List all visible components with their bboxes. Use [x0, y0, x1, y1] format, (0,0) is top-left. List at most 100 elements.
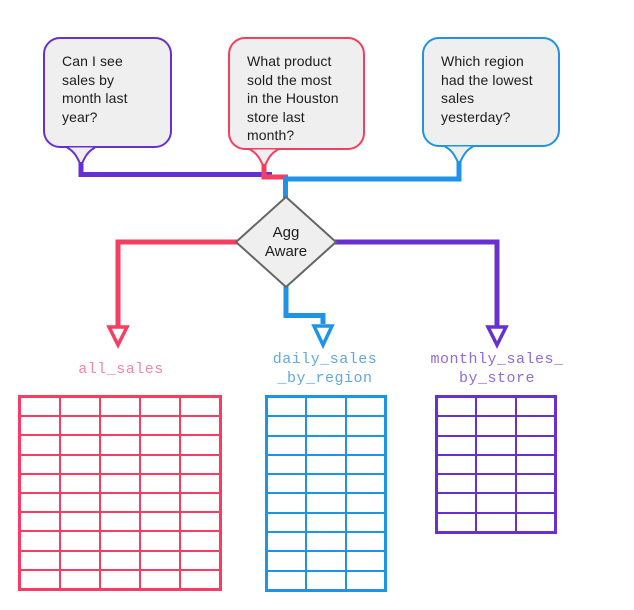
table-cell [141, 455, 179, 473]
wire-bubble3-to-decision [283, 161, 462, 199]
table-cell [477, 436, 515, 454]
table-cell [346, 398, 384, 416]
table-all-sales [18, 395, 222, 591]
speech-bubble-lowest-region: Which region had the lowest sales yester… [422, 37, 560, 147]
table-cell [516, 494, 554, 512]
table-cell [438, 513, 476, 531]
table-cell [141, 398, 179, 416]
decision-label: Agg Aware [264, 224, 308, 260]
table-cell [268, 436, 306, 454]
table-cell [101, 436, 139, 454]
arrowhead-all-sales [106, 325, 130, 349]
speech-bubble-houston-product: What product sold the most in the Housto… [228, 37, 365, 150]
table-cell [141, 513, 179, 531]
table-cell [101, 532, 139, 550]
table-cell [21, 494, 59, 512]
table-cell [21, 570, 59, 588]
arrowhead-monthly-sales [485, 325, 509, 349]
question-text-3: Which region had the lowest sales yester… [441, 53, 533, 125]
table-cell [141, 474, 179, 492]
table-cell [307, 436, 345, 454]
bubble-tail-3 [444, 145, 474, 167]
table-cell [307, 417, 345, 435]
table-cell [307, 455, 345, 474]
table-cell [141, 551, 179, 569]
table-cell [307, 513, 345, 532]
table-cell [516, 475, 554, 493]
table-cell [141, 417, 179, 435]
table-cell [268, 475, 306, 493]
table-cell [438, 455, 476, 474]
question-text-2: What product sold the most in the Housto… [247, 53, 339, 143]
table-cell [21, 474, 59, 492]
table-cell [438, 494, 476, 512]
table-cell [181, 551, 219, 569]
table-cell [21, 513, 59, 531]
table-cell [268, 455, 306, 474]
table-daily-sales-by-region [265, 395, 387, 592]
wire-decision-to-monthly-sales [332, 239, 500, 328]
table-cell [516, 513, 554, 531]
table-cell [181, 455, 219, 473]
table-cell [307, 552, 345, 570]
table-cell [101, 417, 139, 435]
table-cell [268, 494, 306, 512]
table-cell [307, 533, 345, 551]
table-cell [346, 417, 384, 435]
table-cell [307, 475, 345, 493]
table-cell [346, 494, 384, 512]
wire-decision-to-all-sales [115, 239, 240, 328]
table-cell [101, 398, 139, 416]
wire-bubble1-to-decision [78, 162, 272, 177]
table-cell [61, 513, 99, 531]
table-cell [268, 398, 306, 416]
table-cell [268, 571, 306, 589]
table-cell [346, 571, 384, 589]
table-cell [21, 551, 59, 569]
table-cell [477, 398, 515, 416]
question-text-1: Can I see sales by month last year? [62, 53, 128, 125]
table-cell [61, 532, 99, 550]
table-cell [141, 532, 179, 550]
table-cell [21, 417, 59, 435]
table-cell [268, 533, 306, 551]
table-cell [61, 494, 99, 512]
table-cell [101, 455, 139, 473]
table-cell [101, 513, 139, 531]
table-cell [61, 474, 99, 492]
table-cell [61, 417, 99, 435]
table-cell [346, 436, 384, 454]
table-cell [61, 436, 99, 454]
table-cell [141, 494, 179, 512]
table-cell [101, 494, 139, 512]
table-cell [477, 475, 515, 493]
table-cell [346, 552, 384, 570]
table-cell [61, 455, 99, 473]
table-cell [21, 398, 59, 416]
table-cell [516, 436, 554, 454]
table-cell [181, 436, 219, 454]
table-cell [268, 513, 306, 532]
table-cell [438, 417, 476, 435]
table-cell [438, 398, 476, 416]
table-cell [141, 436, 179, 454]
table-cell [61, 570, 99, 588]
table-cell [181, 570, 219, 588]
table-cell [438, 436, 476, 454]
table-cell [516, 417, 554, 435]
table-cell [477, 513, 515, 531]
table-cell [438, 475, 476, 493]
table-cell [61, 398, 99, 416]
table-cell [346, 455, 384, 474]
wire-bubble2-to-decision [261, 164, 288, 180]
table-label-all-sales: all_sales [78, 361, 164, 378]
table-cell [516, 455, 554, 474]
table-cell [181, 513, 219, 531]
arrowhead-daily-sales [311, 324, 335, 350]
table-cell [307, 398, 345, 416]
table-cell [346, 533, 384, 551]
table-cell [61, 551, 99, 569]
table-cell [181, 532, 219, 550]
wire-decision-to-daily-sales [283, 283, 326, 324]
